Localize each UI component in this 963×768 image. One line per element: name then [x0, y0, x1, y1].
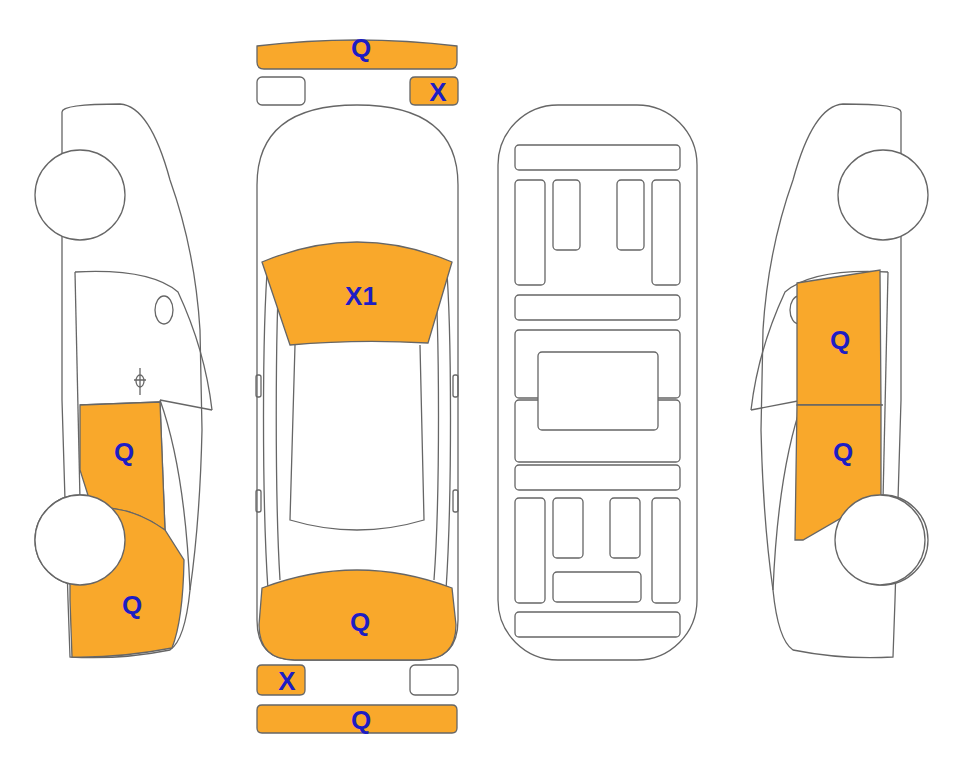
panel-shape — [795, 405, 883, 542]
damage-code: X — [429, 79, 446, 105]
front-bumper-panel: Q — [257, 37, 457, 69]
left-rear-panel: Q — [68, 500, 183, 660]
damage-code: Q — [830, 327, 850, 353]
front-part-panel: X — [410, 77, 458, 105]
panel-shape — [68, 500, 183, 660]
damage-code: Q — [351, 35, 371, 61]
damage-code: Q — [122, 592, 142, 618]
right-rear-door-panel: Q — [795, 405, 883, 542]
damage-code: Q — [114, 439, 134, 465]
damage-code: X1 — [345, 283, 377, 309]
panel-shape — [258, 555, 458, 661]
rear-part-panel: X — [257, 665, 305, 695]
rear-bumper-panel: Q — [257, 705, 457, 733]
hood-windshield-panel: X1 — [262, 226, 452, 346]
damage-code: X — [278, 668, 295, 694]
trunk-panel: Q — [258, 555, 458, 661]
damage-code: Q — [350, 609, 370, 635]
right-front-door-panel: Q — [795, 268, 883, 406]
damage-code: Q — [833, 439, 853, 465]
damage-code: Q — [351, 707, 371, 733]
